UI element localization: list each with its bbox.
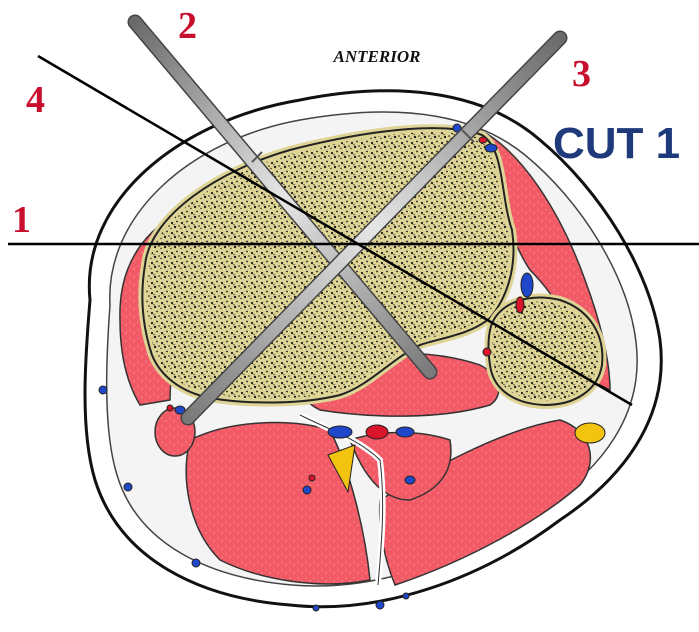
vein (485, 144, 497, 152)
label-anterior: ANTERIOR (333, 47, 421, 66)
superficial-vein (124, 483, 132, 491)
artery (309, 475, 315, 481)
vein (405, 476, 415, 484)
superficial-vein (99, 386, 107, 394)
nerve (575, 423, 605, 443)
label-cut-title: CUT 1 (553, 119, 680, 168)
artery (366, 425, 388, 439)
artery (167, 405, 173, 411)
superficial-vein (313, 605, 319, 611)
superficial-vein (403, 593, 409, 599)
vein (328, 426, 352, 438)
superficial-vein (192, 559, 200, 567)
vein (396, 427, 414, 437)
artery (516, 297, 524, 313)
label-line-1: 1 (12, 199, 31, 241)
superficial-vein (376, 601, 384, 609)
vein (521, 273, 533, 297)
label-line-2: 2 (178, 5, 197, 47)
label-line-4: 4 (26, 79, 45, 121)
label-line-3: 3 (572, 53, 591, 95)
artery (479, 137, 487, 143)
vein (303, 486, 311, 494)
artery (483, 348, 491, 356)
